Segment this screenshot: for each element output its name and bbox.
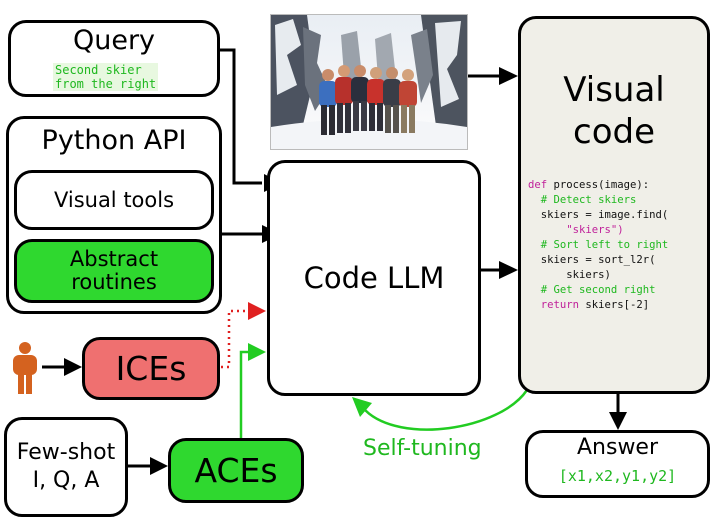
code-snippet: def process(image): # Detect skiers skie… xyxy=(528,178,708,313)
abstract-routines-box: Abstract routines xyxy=(14,239,214,303)
query-box: Query Second skier from the right xyxy=(8,20,220,97)
skiers-photo-drawing xyxy=(271,15,467,149)
code-line: # Detect skiers xyxy=(528,193,708,208)
code-token: skiers = image.find( xyxy=(528,209,669,221)
aces-label: ACEs xyxy=(194,451,278,490)
code-line: # Sort left to right xyxy=(528,238,708,253)
code-token: # Sort left to right xyxy=(528,239,669,251)
code-token: def xyxy=(528,179,548,191)
query-text-line-2: from the right xyxy=(55,77,157,91)
few-shot-line-2: I, Q, A xyxy=(32,468,100,493)
python-api-title: Python API xyxy=(41,125,187,156)
skiers-photo xyxy=(270,14,468,150)
ices-label: ICEs xyxy=(115,349,187,388)
ices-to-llm-arrow xyxy=(221,309,250,369)
code-token: return xyxy=(528,299,580,311)
abstract-routines-line-2: routines xyxy=(71,270,157,294)
few-shot-line-1: Few-shot xyxy=(16,440,116,465)
visual-code-title-line-1: Visual xyxy=(563,70,665,110)
abstract-routines-line-1: Abstract xyxy=(69,247,159,271)
ices-box: ICEs xyxy=(82,337,220,400)
visual-tools-box: Visual tools xyxy=(14,170,214,230)
answer-title: Answer xyxy=(576,435,659,460)
query-text-line-1: Second skier xyxy=(55,63,142,77)
answer-box: Answer [x1,x2,y1,y2] xyxy=(525,430,710,498)
visual-code-title: Visual code xyxy=(521,69,707,153)
aces-box: ACEs xyxy=(168,438,304,503)
code-line: "skiers") xyxy=(528,223,708,238)
code-line: skiers = image.find( xyxy=(528,208,708,223)
visual-code-box: Visual code xyxy=(518,16,710,394)
code-line: skiers) xyxy=(528,268,708,283)
code-token: # Get second right xyxy=(528,284,656,296)
code-token: # Detect skiers xyxy=(528,194,637,206)
code-line: def process(image): xyxy=(528,178,708,193)
code-line: # Get second right xyxy=(528,283,708,298)
self-tuning-label: Self-tuning xyxy=(363,436,482,461)
code-token: skiers = sort_l2r( xyxy=(528,254,656,266)
code-token: process(image): xyxy=(547,179,650,191)
self-tuning-arrow xyxy=(364,389,529,431)
query-title: Query xyxy=(72,25,156,56)
code-token: skiers) xyxy=(528,269,611,281)
query-to-llm-arrow xyxy=(219,48,262,185)
answer-value: [x1,x2,y1,y2] xyxy=(558,467,677,485)
visual-tools-label: Visual tools xyxy=(53,188,175,212)
code-llm-label: Code LLM xyxy=(303,261,445,295)
visual-code-title-line-2: code xyxy=(573,112,655,152)
code-token: skiers[-2] xyxy=(579,299,650,311)
aces-to-llm-arrow xyxy=(239,350,250,438)
code-token: "skiers") xyxy=(528,224,624,236)
code-line: skiers = sort_l2r( xyxy=(528,253,708,268)
query-text: Second skier from the right xyxy=(53,63,159,91)
code-line: return skiers[-2] xyxy=(528,298,708,313)
few-shot-box: Few-shot I, Q, A xyxy=(4,417,128,517)
code-llm-box: Code LLM xyxy=(267,160,481,396)
person-icon xyxy=(13,342,37,394)
